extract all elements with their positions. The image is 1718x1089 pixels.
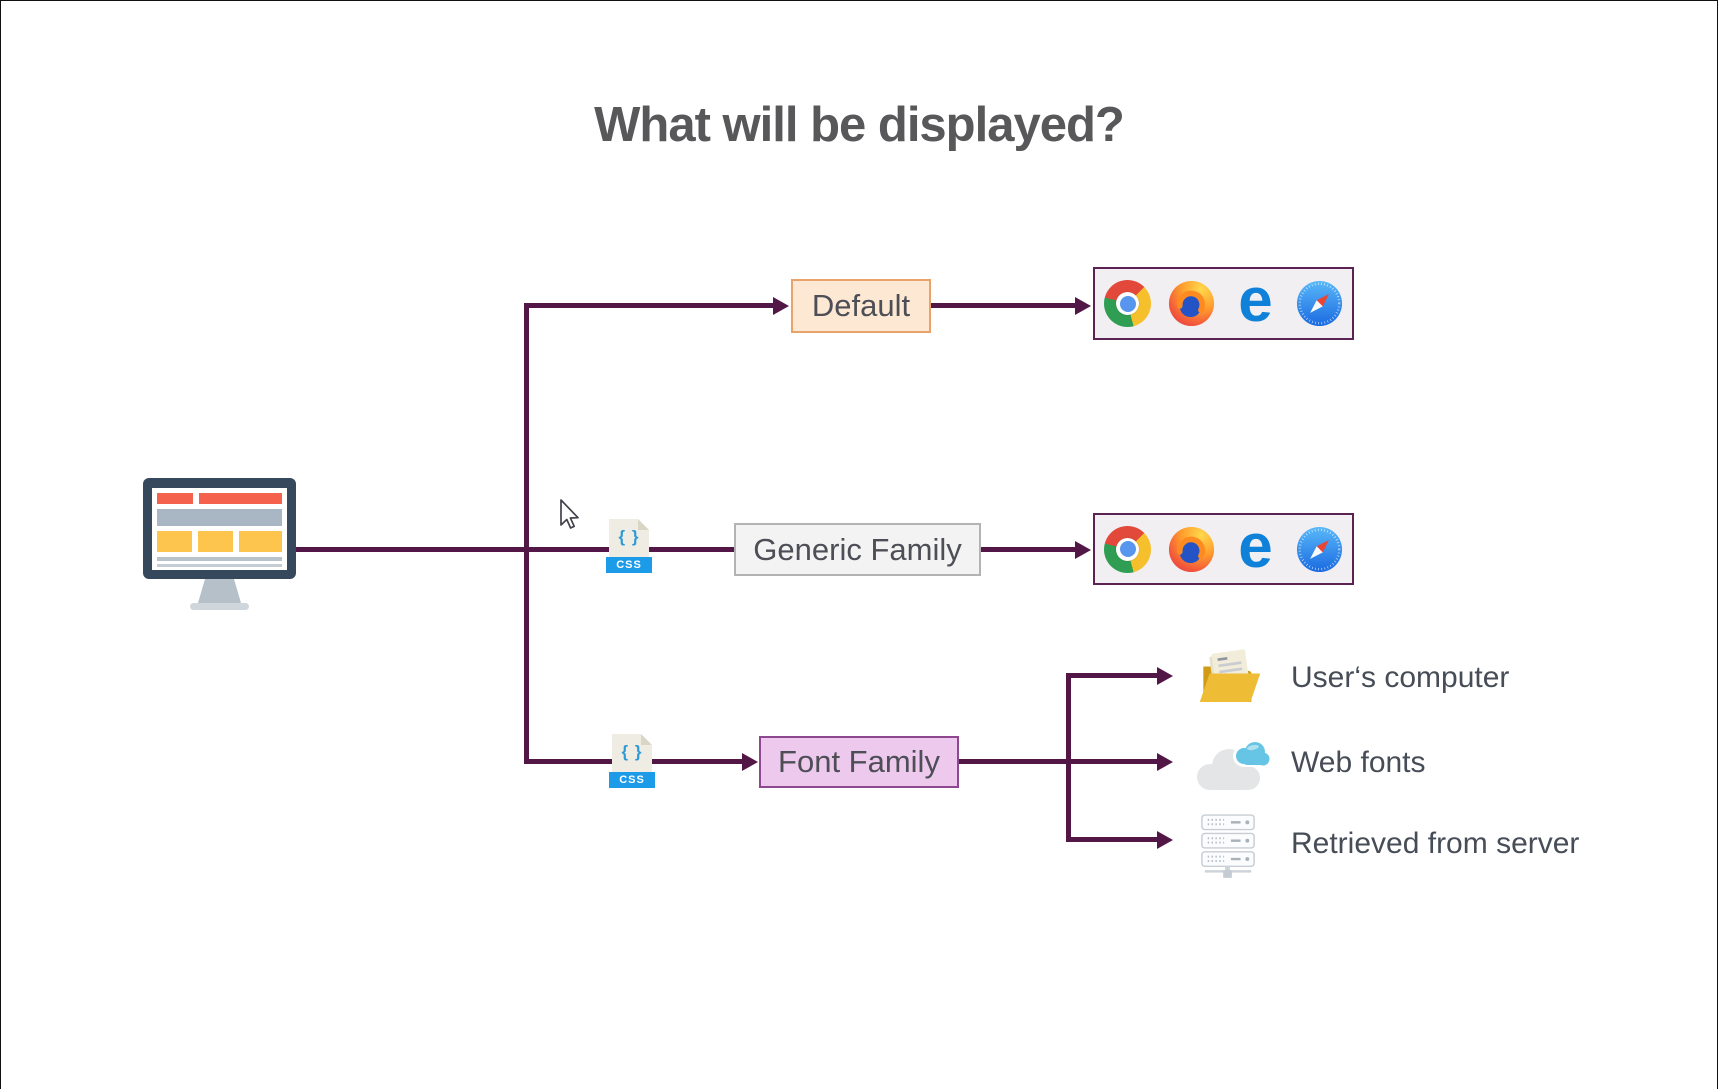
source-label-users-computer: User‘s computer [1291, 661, 1510, 694]
edge-icon: e [1238, 266, 1273, 335]
css-file-icon: { } CSS [609, 734, 655, 788]
server-icon [1199, 814, 1257, 878]
connector-default-to-browsers [931, 303, 1076, 308]
connector-generic-to-browsers [981, 547, 1076, 552]
css-file-icon: { } CSS [606, 519, 652, 573]
connector-split-vertical [1066, 673, 1071, 842]
connector-to-default [524, 303, 774, 308]
arrowhead-users-computer [1157, 667, 1173, 685]
safari-icon [1296, 280, 1343, 327]
mouse-cursor-icon [557, 498, 581, 536]
connector-monitor-to-junction [294, 547, 526, 552]
source-label-web-fonts: Web fonts [1291, 746, 1426, 779]
node-default: Default [791, 279, 931, 333]
connector-fontfamily-to-split [957, 759, 1070, 764]
css-braces: { } [621, 742, 643, 761]
css-braces: { } [618, 527, 640, 546]
connector-to-server [1066, 837, 1158, 842]
monitor-icon [143, 478, 296, 621]
css-banner: CSS [606, 557, 652, 573]
edge-icon: e [1238, 511, 1273, 581]
css-page: { } [612, 734, 652, 774]
css-banner: CSS [609, 772, 655, 788]
chrome-icon [1104, 525, 1151, 573]
source-label-retrieved-from-server: Retrieved from server [1291, 827, 1580, 860]
node-font-family: Font Family [759, 736, 959, 788]
chrome-icon [1104, 280, 1151, 327]
arrowhead-default [773, 297, 789, 315]
connector-to-web-fonts [1070, 759, 1158, 764]
arrowhead-fontfamily [742, 753, 758, 771]
arrowhead-server [1157, 831, 1173, 849]
css-page: { } [609, 519, 649, 559]
firefox-icon [1168, 526, 1215, 573]
connector-main-vertical [524, 303, 529, 764]
safari-icon [1296, 526, 1343, 573]
node-generic-family: Generic Family [734, 523, 981, 576]
connector-to-users-computer [1066, 673, 1158, 678]
firefox-icon [1168, 280, 1215, 327]
browser-box-default: e [1093, 267, 1354, 340]
arrowhead-browsers-2 [1075, 541, 1091, 559]
arrowhead-web-fonts [1157, 753, 1173, 771]
arrowhead-browsers-1 [1075, 297, 1091, 315]
folder-icon [1198, 646, 1262, 710]
browser-box-generic: e [1093, 513, 1354, 585]
cloud-icon [1191, 739, 1271, 793]
page-title: What will be displayed? [594, 98, 1125, 152]
